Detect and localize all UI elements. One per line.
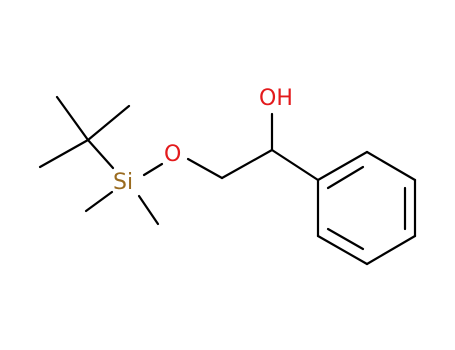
bond-ring-6	[316, 150, 369, 182]
bond-oxygen-ch2	[186, 157, 224, 180]
bond-si-methyl-right	[137, 194, 160, 226]
bond-ring-2	[316, 234, 369, 266]
bond-tbu-methyl-upper-right	[86, 104, 131, 142]
bond-ring-double-1	[326, 165, 365, 190]
bond-ring-double-3	[326, 227, 365, 251]
bond-tbu-methyl-left	[38, 138, 90, 169]
bond-ch2-ch	[220, 148, 274, 180]
bond-si-oxygen	[142, 162, 164, 177]
bond-ch-phenyl	[270, 148, 320, 182]
bond-ring-3	[365, 234, 417, 266]
atom-hydroxyl-label: OH	[259, 86, 293, 111]
atom-silicon-label: Si	[113, 170, 133, 195]
bond-si-methyl-left	[84, 190, 114, 213]
bond-ring-5	[365, 150, 417, 182]
atom-ether-oxygen-label: O	[164, 142, 181, 167]
bond-tbu-quaternary-to-si	[86, 138, 115, 170]
bond-tbu-methyl-upper-left	[55, 95, 90, 142]
